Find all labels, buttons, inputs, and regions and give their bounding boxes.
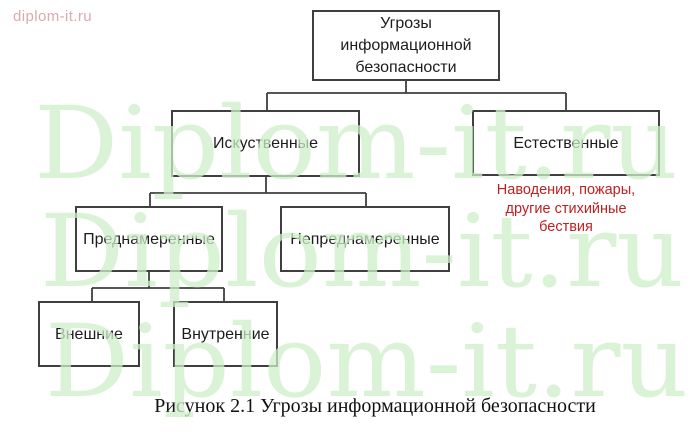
- figure-caption: Рисунок 2.1 Угрозы информационной безопа…: [154, 395, 596, 417]
- node-label: Искуственные: [212, 135, 319, 152]
- natural-examples-annotation: Наводения, пожары, другие стихийные бест…: [480, 181, 652, 237]
- node-artificial: Искуственные: [171, 110, 360, 177]
- node-label: Непреднамеренные: [290, 230, 440, 248]
- annotation-line: другие стихийные: [505, 200, 627, 217]
- node-label: Внутренние: [181, 325, 270, 343]
- node-label: Внешние: [55, 325, 123, 343]
- diplom-link[interactable]: diplom-it.ru: [13, 8, 92, 25]
- node-external: Внешние: [38, 301, 140, 367]
- annotation-line: бествия: [539, 219, 593, 235]
- node-unintentional: Непреднамеренные: [280, 206, 450, 272]
- node-threats-root: Угрозы информационной безопасности: [312, 10, 500, 81]
- node-natural: Естественные: [472, 110, 660, 176]
- node-label: Угрозы информационной безопасности: [340, 14, 472, 76]
- annotation-line: Наводения, пожары,: [496, 182, 636, 198]
- node-intentional: Преднамеренные: [75, 206, 223, 272]
- node-label: Преднамеренные: [83, 230, 215, 248]
- node-internal: Внутренние: [173, 301, 278, 367]
- node-label: Естественные: [513, 134, 619, 152]
